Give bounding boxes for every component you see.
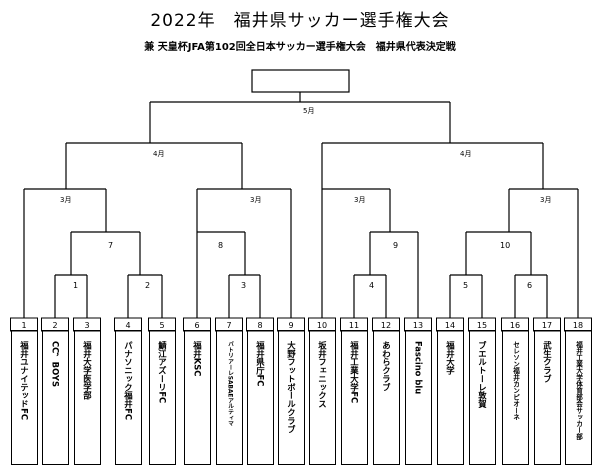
team-name: 鯖江アズーリFC [157,341,168,404]
team-number: 1 [21,321,26,330]
team-number-cell [73,317,101,332]
team-entry: セレソン福井カンピオーネ [501,330,529,465]
team-number: 10 [317,321,327,330]
team-name: 福井KSC [192,341,203,377]
m9-label: 9 [393,241,398,250]
team-number-cell [468,317,496,332]
team-number-cell [183,317,211,332]
m8-label: 8 [218,241,223,250]
team-number-cell [10,317,38,332]
team-number: 4 [125,321,130,330]
team-number-cell [148,317,176,332]
page-subtitle: 兼 天皇杯JFA第102回全日本サッカー選手権大会 福井県代表決定戦 [144,42,456,53]
team-number-cell [564,317,592,332]
team-name: Fascino blu [413,341,424,395]
semifinal-left-label: 4月 [153,150,164,158]
team-number-cell [41,317,69,332]
qf2-label: 3月 [250,196,261,204]
champion-box [251,69,350,93]
team-name: セレソン福井カンピオーネ [511,341,520,421]
team-number-cell [436,317,464,332]
team-entry: 福井大学 [436,330,464,465]
team-name: 福井ユナイテッドFC [19,341,30,420]
team-number: 18 [573,321,583,330]
team-name: 大野フットボールクラブ [286,341,297,434]
m6-label: 6 [527,281,532,290]
team-entry: 福井県庁FC [246,330,274,465]
team-number-cell [533,317,561,332]
team-number: 7 [226,321,231,330]
team-name: あわらクラブ [381,341,392,392]
qf1-label: 3月 [60,196,71,204]
team-name: バトリアーレSABAEアルティマ [226,341,233,427]
team-entry: バトリアーレSABAEアルティマ [215,330,243,465]
team-name: 福井県庁FC [255,341,266,387]
team-entry: ブエルトーレ敦賀 [468,330,496,465]
team-entry: 武生クラブ [533,330,561,465]
team-entry: 福井工業大学FC [340,330,368,465]
team-number-cell [308,317,336,332]
team-number-cell [246,317,274,332]
team-number: 12 [381,321,391,330]
team-number: 13 [413,321,423,330]
final-round-label: 5月 [303,107,314,115]
team-name: 坂井フェニックス [317,341,328,409]
team-number: 11 [349,321,359,330]
team-number: 16 [510,321,520,330]
m2-label: 2 [145,281,150,290]
team-number: 8 [257,321,262,330]
team-entry: CC，BOYS [41,330,69,465]
team-name: 福井大学医学部 [82,341,93,400]
team-entry: 坂井フェニックス [308,330,336,465]
team-entry: 大野フットボールクラブ [277,330,305,465]
team-entry: 福井KSC [183,330,211,465]
team-number-cell [404,317,432,332]
team-entry: 福井大学医学部 [73,330,101,465]
team-number-cell [215,317,243,332]
team-number: 6 [194,321,199,330]
team-number: 17 [542,321,552,330]
team-number: 9 [288,321,293,330]
team-number: 3 [84,321,89,330]
m4-label: 4 [369,281,374,290]
team-entry: Fascino blu [404,330,432,465]
team-number: 14 [445,321,455,330]
team-number-cell [372,317,400,332]
m1-label: 1 [73,281,78,290]
team-number: 15 [477,321,487,330]
team-entry: 福井工業大学体育部会サッカー部 [564,330,592,465]
team-name: ブエルトーレ敦賀 [477,341,488,409]
team-name: CC，BOYS [50,341,61,387]
m5-label: 5 [463,281,468,290]
team-name: 福井工業大学FC [349,341,360,404]
team-number-cell [114,317,142,332]
team-number-cell [340,317,368,332]
team-number: 2 [52,321,57,330]
team-entry: 鯖江アズーリFC [148,330,176,465]
m7-label: 7 [108,241,113,250]
team-number: 5 [159,321,164,330]
team-name: 武生クラブ [542,341,553,383]
semifinal-right-label: 4月 [460,150,471,158]
team-number-cell [501,317,529,332]
team-name: 福井大学 [445,341,456,375]
m10-label: 10 [500,241,510,250]
page-title: 2022年 福井県サッカー選手権大会 [150,11,450,31]
team-name: パナソニック福井FC [123,341,134,420]
m3-label: 3 [241,281,246,290]
qf3-label: 3月 [354,196,365,204]
team-number-cell [277,317,305,332]
team-name: 福井工業大学体育部会サッカー部 [574,341,583,440]
team-entry: パナソニック福井FC [114,330,142,465]
qf4-label: 3月 [540,196,551,204]
team-entry: 福井ユナイテッドFC [10,330,38,465]
team-entry: あわらクラブ [372,330,400,465]
